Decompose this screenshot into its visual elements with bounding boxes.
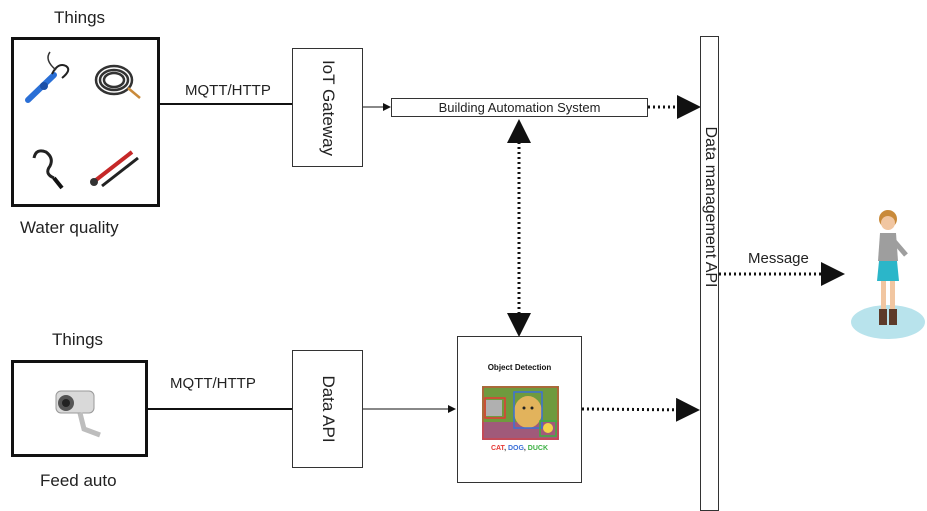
bas-label: Building Automation System [438,100,601,115]
coiled-cable-icon [94,64,141,99]
water-quality-sensors-box [11,37,160,207]
object-detection-title: Object Detection [487,363,552,372]
protocol-bottom-label: MQTT/HTTP [170,375,256,392]
things-bottom-caption: Feed auto [40,471,117,490]
legend-cat: CAT [490,445,505,452]
data-management-api-label: Data management API [701,126,719,288]
things-top-heading: Things [54,8,106,27]
arrow-objdetect-datamgmt [581,397,700,422]
iot-gateway-box: IoT Gateway [292,48,363,167]
cctv-camera-icon [55,390,101,438]
legend-sep-1: , [504,445,508,452]
test-lead-icon [90,150,139,188]
ph-electrode-icon [32,149,64,190]
camera-box [11,360,148,457]
things-bottom-heading: Things [52,330,104,349]
object-detection-image [482,386,559,440]
iot-gateway-label: IoT Gateway [318,59,338,156]
bas-box: Building Automation System [391,98,648,117]
probe-sensor-icon [25,51,70,103]
data-api-box: Data API [292,350,363,468]
data-management-api-box: Data management API [700,36,719,511]
protocol-top-label: MQTT/HTTP [185,82,271,99]
things-top-caption: Water quality [20,218,119,237]
person-icon [851,210,925,339]
object-detection-legend: CAT, DOG, DUCK [458,445,581,452]
legend-sep-2: , [523,445,528,452]
legend-dog: DOG [507,445,524,452]
legend-duck: DUCK [527,445,549,452]
water-quality-sensors-image [25,51,141,190]
message-label: Message [748,250,809,267]
object-detection-box: Object Detection CAT, DOG, DUCK [457,336,582,483]
data-api-label: Data API [318,375,338,443]
